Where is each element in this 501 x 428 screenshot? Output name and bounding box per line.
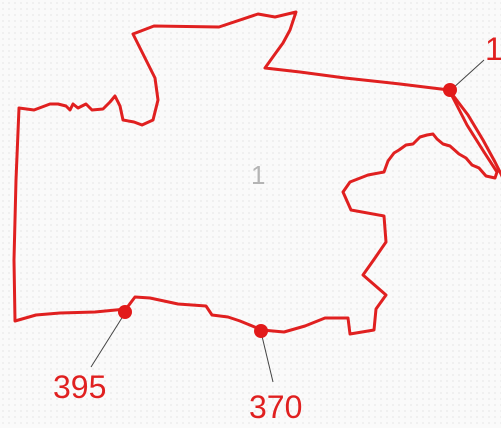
- parcel-label: 1: [251, 160, 265, 190]
- point-marker-395[interactable]: [118, 305, 132, 319]
- point-label-370: 370: [249, 389, 302, 425]
- point-marker-partial[interactable]: [443, 83, 457, 97]
- leader-line-370: [260, 331, 274, 383]
- point-marker-370[interactable]: [254, 324, 268, 338]
- point-label-partial: 1: [485, 31, 501, 67]
- leader-line-partial: [451, 59, 485, 90]
- leader-line-395: [90, 312, 126, 368]
- parcel-boundary-east[interactable]: [447, 89, 501, 178]
- parcel-boundary[interactable]: [12, 10, 499, 336]
- point-label-395: 395: [53, 369, 106, 405]
